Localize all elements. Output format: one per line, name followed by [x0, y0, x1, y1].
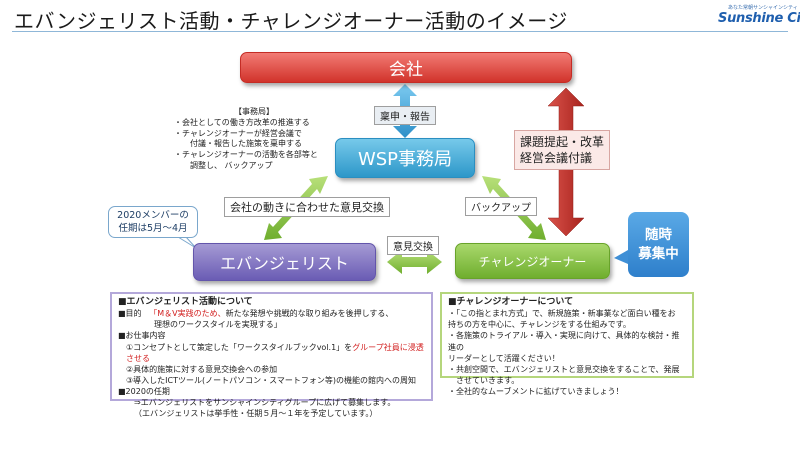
member-callout-line2: 任期は5月～4月 [118, 223, 188, 235]
wsp-secretariat-box: WSP事務局 [335, 138, 475, 178]
title-divider [12, 31, 788, 32]
work-item-2: ②具体的施策に対する意見交換会への参加 [126, 364, 278, 374]
company-box: 会社 [240, 52, 572, 83]
sunshine-city-logo: Sunshine City [718, 11, 800, 26]
challenge-line: ・共創空間で、エバンジェリストと意見交換をすることで、発展 [448, 364, 680, 374]
challenge-line: ・「この指とまれ方式」で、新規施策・新事業など面白い種をお [448, 309, 676, 319]
recruiting-badge: 随時 募集中 [628, 212, 689, 277]
secretariat-heading: 【事務局】 [234, 107, 274, 116]
purpose-line2: 理想のワークスタイルを実現する」 [154, 320, 282, 330]
term-heading: ■2020の任期 [118, 386, 170, 396]
challenge-line: リーダーとして活躍ください！ [448, 353, 560, 363]
member-callout-line1: 2020メンバーの [117, 210, 189, 221]
challenge-owner-box: チャレンジオーナー [455, 243, 610, 279]
company-opinion-exchange-label: 会社の動きに合わせた意見交換 [224, 197, 390, 217]
opinion-exchange-label: 意見交換 [387, 236, 439, 255]
recruiting-line1: 随時 [645, 227, 672, 244]
challenge-owner-panel: ■チャレンジオーナーについて ・「この指とまれ方式」で、新規施策・新事業など面白… [440, 292, 694, 396]
recruiting-pointer [614, 250, 628, 264]
work-heading: ■お仕事内容 [118, 331, 166, 341]
work-item-1: ①コンセプトとして策定した「ワークスタイルブックvol.1」をグループ社員に浸透… [118, 342, 425, 364]
work-item-1-text: ①コンセプトとして策定した「ワークスタイルブックvol.1」を [126, 342, 353, 352]
opinion-exchange-arrow [387, 250, 442, 274]
challenge-line: ・各施策のトライアル・導入・実現に向けて、具体的な検討・推進の [448, 331, 680, 352]
evangelist-box: エバンジェリスト [193, 243, 376, 281]
secretariat-item: 調整し、 バックアップ [190, 160, 273, 170]
work-item-1-highlight: グループ社員に浸透させる [126, 342, 424, 363]
secretariat-item: ・会社としての働き方改革の推進する [174, 117, 310, 127]
purpose-label: ■目的 [118, 309, 142, 319]
purpose-highlight: 「M＆V実践のため、 [149, 309, 226, 319]
secretariat-item: ・チャレンジオーナーの活動を各部等と [174, 150, 318, 160]
evangelist-panel-heading: ■エバンジェリスト活動について [118, 297, 253, 307]
logo-tagline: あなた常朝サンシャインシティ [728, 5, 798, 11]
secretariat-item: 付議・報告した施策を稟申する [190, 139, 302, 149]
issue-proposal-label: 課題提起・改革 経営会議付議 [514, 130, 611, 171]
challenge-panel-heading: ■チャレンジオーナーについて [448, 297, 574, 307]
challenge-line: 持ちの方を中心に、チャレンジをする仕組みです。 [448, 320, 631, 330]
work-item-3: ③導入したICTツール(ノートパソコン・スマートフォン等)の機能の館内への周知 [126, 375, 417, 385]
challenge-line: ・全社的なムーブメントに拡げていきましょう！ [448, 386, 624, 396]
evangelist-activity-panel: ■エバンジェリスト活動について ■目的 「M＆V実践のため、新たな発想や挑戦的な… [110, 292, 433, 418]
issue-proposal-line2: 経営会議付議 [520, 151, 593, 166]
recruiting-line2: 募集中 [638, 245, 679, 262]
member-term-callout: 2020メンバーの 任期は5月～4月 [108, 206, 198, 238]
term-line-2: （エバンジェリストは挙手性・任期５月～１年を予定しています。） [134, 408, 378, 418]
issue-proposal-line1: 課題提起・改革 [520, 135, 605, 149]
purpose-text: 新たな発想や挑戦的な取り組みを後押しする、 [225, 309, 394, 319]
challenge-line: させていきます。 [456, 375, 520, 385]
page-title: エバンジェリスト活動・チャレンジオーナー活動のイメージ [14, 9, 568, 33]
backup-label: バックアップ [465, 197, 537, 216]
proposal-report-label: 稟申・報告 [374, 106, 436, 125]
term-line-1: ⇒エバンジェリストをサンシャインシティグループに広げて募集します。 [134, 397, 396, 407]
purpose-line: ■目的 「M＆V実践のため、新たな発想や挑戦的な取り組みを後押しする、 [118, 308, 425, 319]
secretariat-item: ・チャレンジオーナーが経営会議で [174, 128, 302, 138]
secretariat-notes: 【事務局】 ・会社としての働き方改革の推進する ・チャレンジオーナーが経営会議で… [174, 107, 334, 172]
